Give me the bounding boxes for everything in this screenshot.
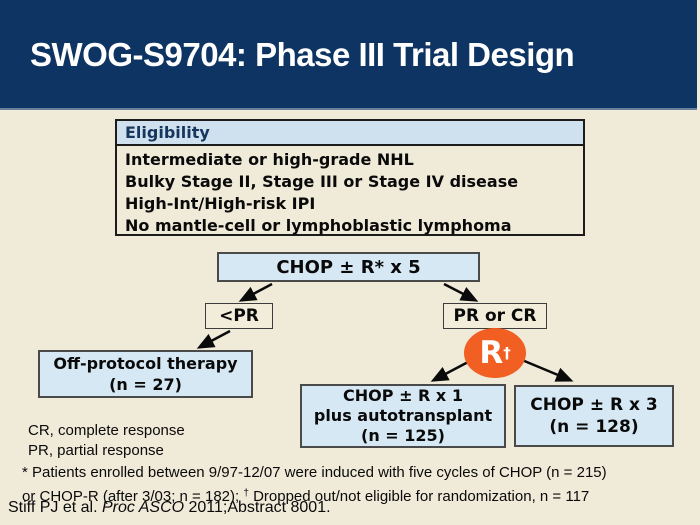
citation: Stiff PJ et al. Proc ASCO 2011;Abstract … xyxy=(8,499,331,517)
arm2-line: CHOP ± R x 3 xyxy=(530,395,658,415)
randomization-r-label: R xyxy=(479,334,504,371)
eligibility-criterion: High-Int/High-risk IPI xyxy=(125,194,316,213)
arrow-induction-to-prcr xyxy=(443,282,479,302)
off-protocol-box: Off-protocol therapy (n = 27) xyxy=(38,350,253,398)
randomization-dagger: † xyxy=(503,344,511,362)
title-band xyxy=(0,0,697,110)
footnote-line1: * Patients enrolled between 9/97-12/07 w… xyxy=(22,464,607,481)
randomization-circle: R† xyxy=(464,328,526,378)
eligibility-criterion: Intermediate or high-grade NHL xyxy=(125,150,414,169)
citation-authors: Stiff PJ et al. xyxy=(8,499,102,516)
abbreviation-cr: CR, complete response xyxy=(28,422,185,439)
citation-ref: 2011;Abstract 8001. xyxy=(184,499,331,516)
footnote: * Patients enrolled between 9/97-12/07 w… xyxy=(22,462,692,507)
arm2-box: CHOP ± R x 3 (n = 128) xyxy=(514,385,674,447)
branch-pr-or-cr-box: PR or CR xyxy=(443,303,547,329)
branch-less-than-pr-box: <PR xyxy=(205,303,273,329)
eligibility-criterion: Bulky Stage II, Stage III or Stage IV di… xyxy=(125,172,519,191)
off-protocol-line: Off-protocol therapy xyxy=(53,354,238,373)
slide-title: SWOG-S9704: Phase III Trial Design xyxy=(30,36,575,73)
arm1-line: CHOP ± R x 1 xyxy=(343,386,463,405)
abbreviation-pr: PR, partial response xyxy=(28,442,164,459)
arrow-random-to-arm2 xyxy=(521,358,574,382)
induction-box: CHOP ± R* x 5 xyxy=(217,252,480,282)
dagger-symbol: † xyxy=(243,488,249,499)
citation-journal: Proc ASCO xyxy=(101,499,185,516)
arm1-n: (n = 125) xyxy=(361,426,445,445)
eligibility-box: Eligibility Intermediate or high-grade N… xyxy=(115,119,585,236)
off-protocol-n: (n = 27) xyxy=(109,375,182,394)
arrow-random-to-arm1 xyxy=(430,359,471,382)
arrow-induction-to-ltpr xyxy=(238,282,273,302)
arm2-n: (n = 128) xyxy=(549,417,639,437)
eligibility-body: Intermediate or high-grade NHL Bulky Sta… xyxy=(117,146,583,237)
abbreviation-key: CR, complete response PR, partial respon… xyxy=(28,421,185,461)
arm1-line: plus autotransplant xyxy=(313,406,493,425)
arrow-ltpr-to-offprotocol xyxy=(196,329,231,349)
arm1-box: CHOP ± R x 1 plus autotransplant (n = 12… xyxy=(300,384,506,448)
eligibility-header: Eligibility xyxy=(117,121,583,146)
footnote-line2: or CHOP-R (after 3/03; n = 182); † Dropp… xyxy=(22,488,590,505)
eligibility-criterion: No mantle-cell or lymphoblastic lymphoma xyxy=(125,216,512,235)
